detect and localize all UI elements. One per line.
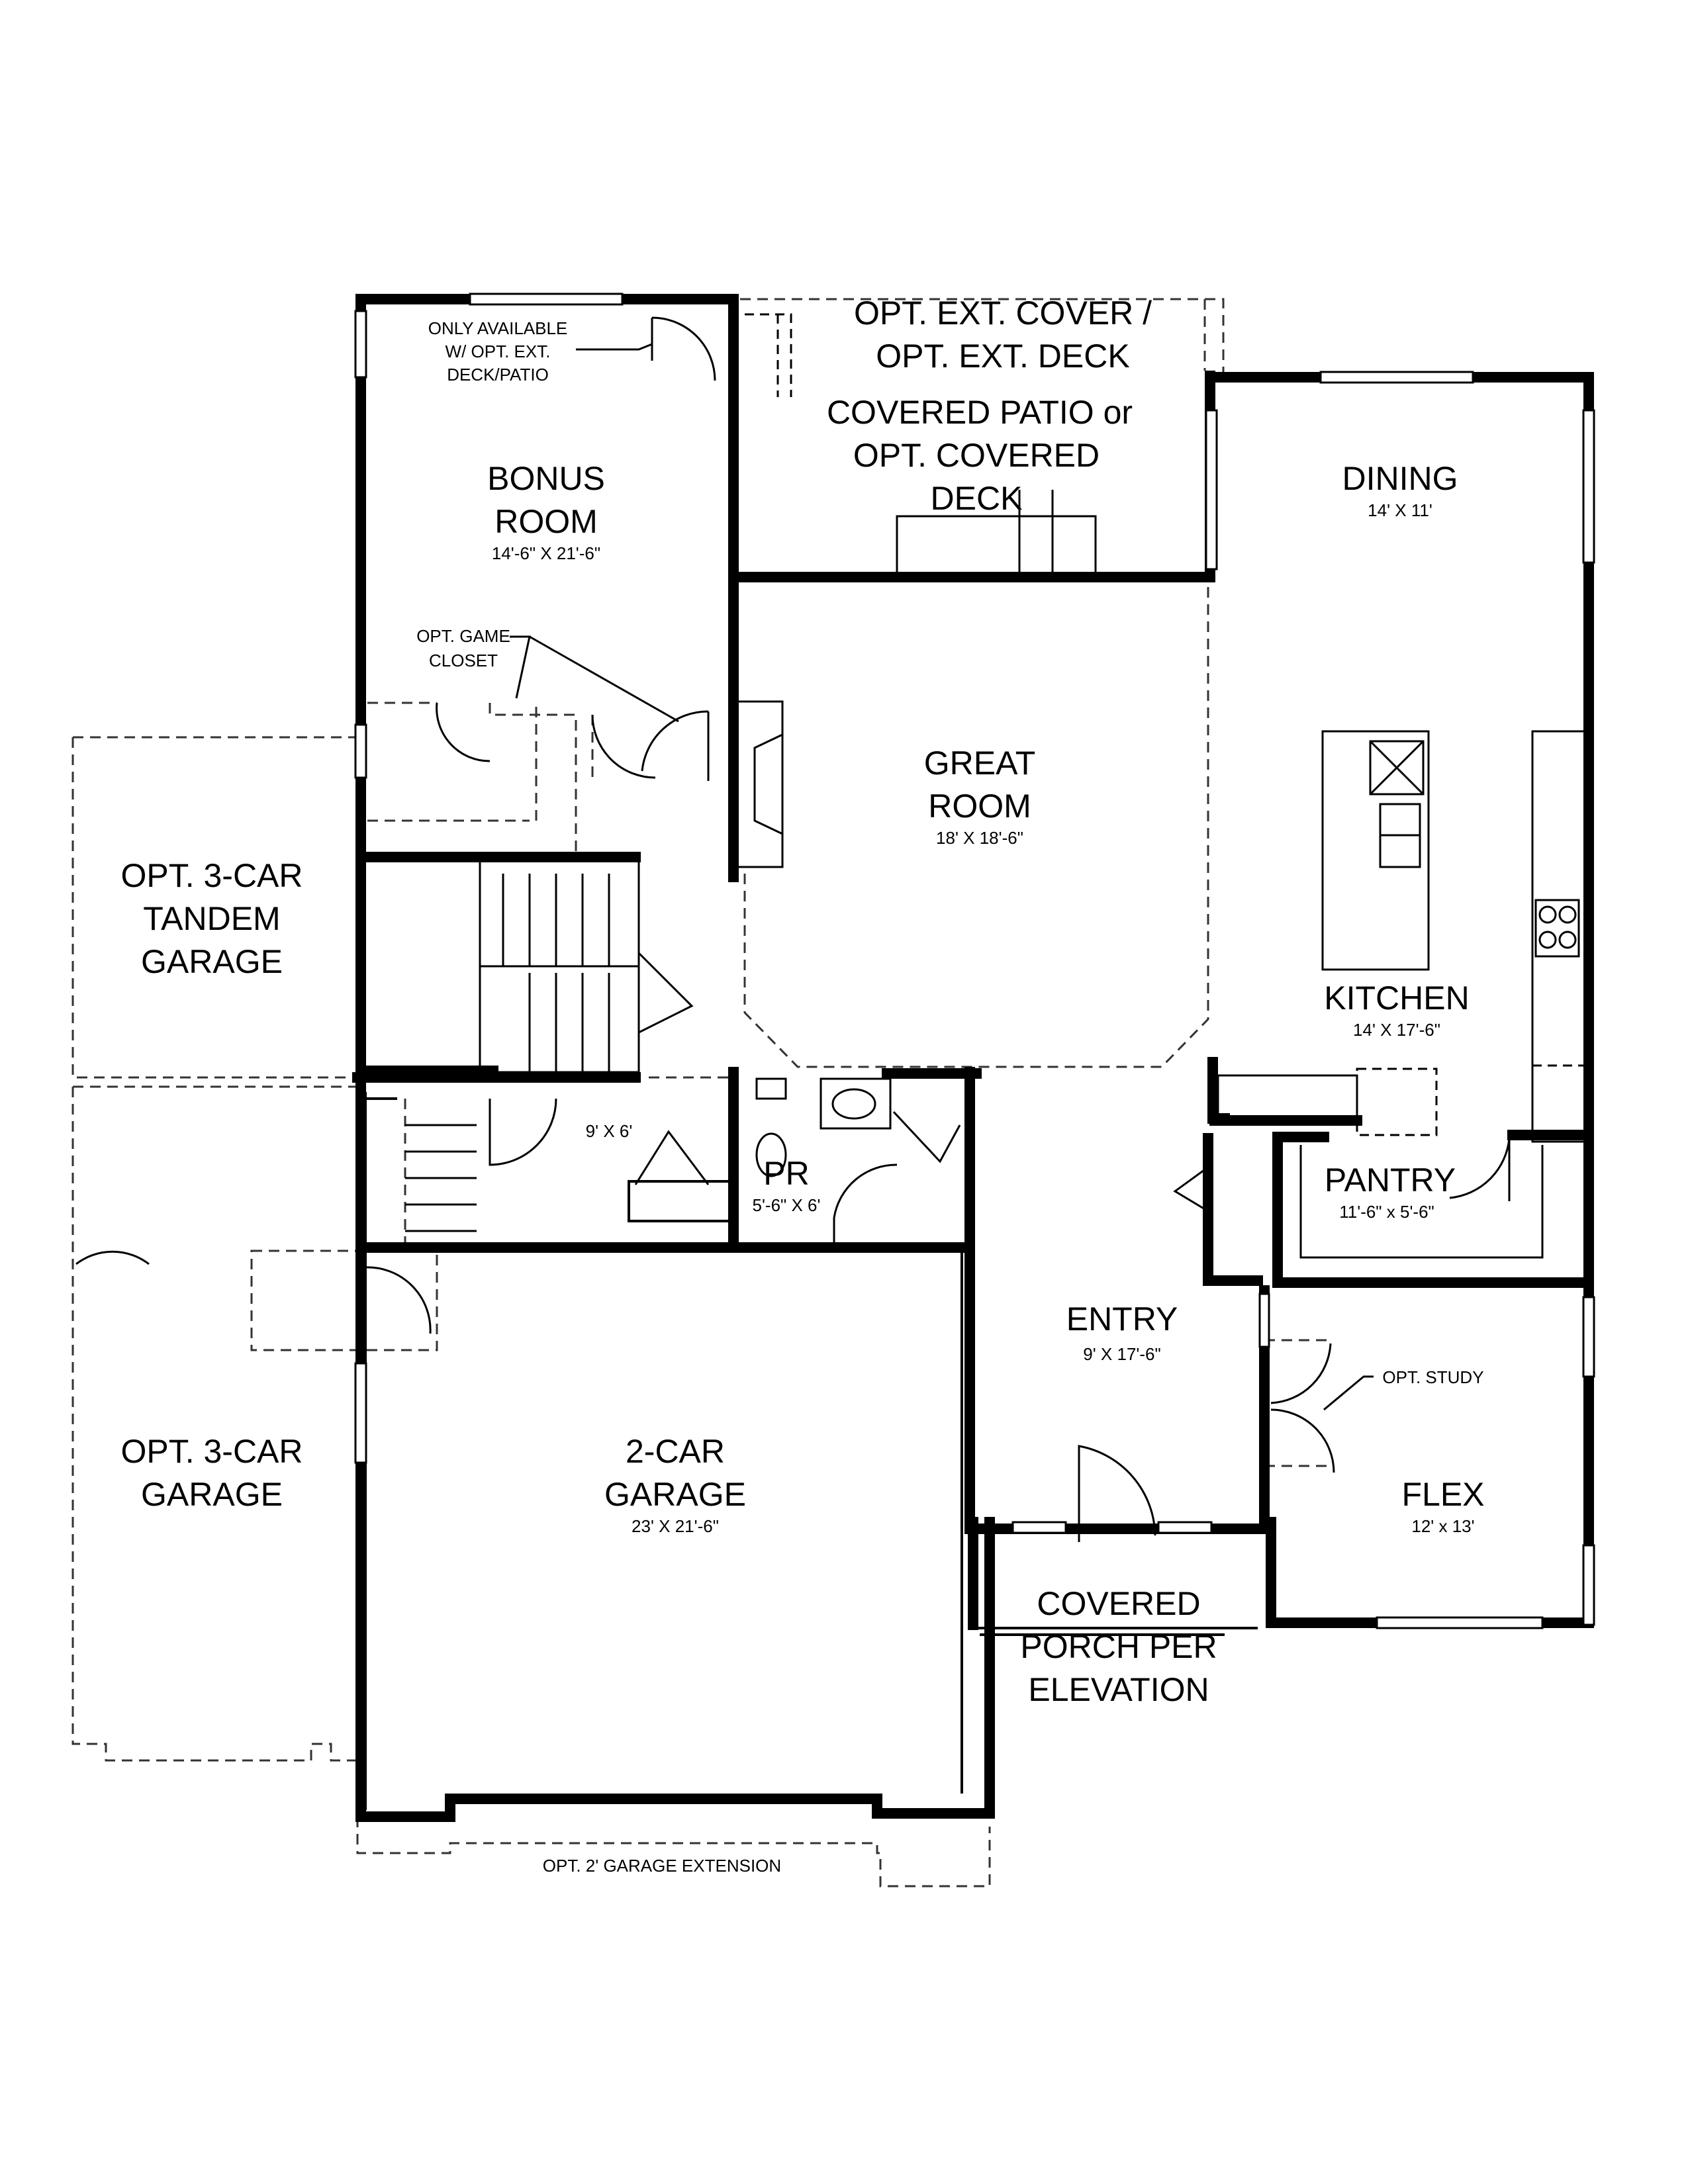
bonus-room-size: 14'-6" X 21'-6" — [492, 543, 600, 563]
covered-patio-label-3: DECK — [931, 480, 1023, 517]
garage-2car-size: 23' X 21'-6" — [632, 1516, 719, 1536]
powder-name: PR — [763, 1155, 809, 1192]
covered-patio-label-1: COVERED PATIO or — [827, 394, 1133, 431]
kitchen-size: 14' X 17'-6" — [1353, 1020, 1440, 1040]
ext-cover-label-2: OPT. EXT. DECK — [876, 338, 1129, 375]
garage-2car-name-1: 2-CAR — [626, 1433, 725, 1470]
bonus-room-name-2: ROOM — [494, 503, 598, 540]
covered-patio-label-2: OPT. COVERED — [853, 437, 1100, 474]
doors — [75, 313, 1511, 1542]
game-closet-label-2: CLOSET — [429, 651, 498, 670]
tandem-garage-label-3: GARAGE — [141, 943, 283, 980]
flex-size: 12' x 13' — [1411, 1516, 1474, 1536]
opt-3car-garage-label-1: OPT. 3-CAR — [120, 1433, 303, 1470]
ext-cover-label-1: OPT. EXT. COVER / — [854, 295, 1152, 332]
pantry-size: 11'-6" x 5'-6" — [1339, 1202, 1434, 1222]
great-room-size: 18' X 18'-6" — [936, 828, 1023, 848]
dining-name: DINING — [1342, 460, 1458, 497]
pantry-name: PANTRY — [1325, 1161, 1456, 1199]
bonus-note-3: DECK/PATIO — [447, 365, 549, 385]
opt-study-label: OPT. STUDY — [1382, 1367, 1483, 1387]
covered-porch-label-3: ELEVATION — [1028, 1671, 1209, 1708]
windows — [354, 293, 1595, 1629]
bonus-note-2: W/ OPT. EXT. — [445, 341, 551, 361]
flex-name: FLEX — [1401, 1476, 1484, 1513]
fixtures — [405, 490, 1587, 1259]
stairs — [405, 859, 694, 1232]
garage-extension-label: OPT. 2' GARAGE EXTENSION — [543, 1856, 781, 1876]
kitchen-name: KITCHEN — [1324, 979, 1469, 1017]
entry-size: 9' X 17'-6" — [1083, 1344, 1160, 1364]
room-labels: OPT. EXT. COVER / OPT. EXT. DECK COVERED… — [120, 295, 1484, 1876]
great-room-name-1: GREAT — [924, 745, 1036, 782]
tandem-garage-label-2: TANDEM — [143, 900, 280, 937]
tandem-garage-label-1: OPT. 3-CAR — [120, 857, 303, 894]
bonus-room-name-1: BONUS — [487, 460, 605, 497]
covered-porch-label-2: PORCH PER — [1020, 1628, 1217, 1665]
dining-size: 14' X 11' — [1368, 500, 1432, 520]
opt-3car-garage-label-2: GARAGE — [141, 1476, 283, 1513]
bonus-note-arrow — [576, 343, 653, 351]
opt-study-arrow — [1323, 1375, 1374, 1411]
entry-name: ENTRY — [1066, 1300, 1178, 1338]
game-closet-label-1: OPT. GAME — [416, 626, 510, 646]
covered-porch-label-1: COVERED — [1037, 1585, 1200, 1622]
optional-areas — [71, 298, 1331, 1888]
garage-2car-name-2: GARAGE — [604, 1476, 746, 1513]
powder-size: 5'-6" X 6' — [753, 1195, 821, 1215]
mudroom-size: 9' X 6' — [586, 1121, 633, 1141]
great-room-name-2: ROOM — [928, 788, 1031, 825]
bonus-note-1: ONLY AVAILABLE — [428, 318, 568, 338]
game-closet-arrow — [510, 635, 679, 723]
